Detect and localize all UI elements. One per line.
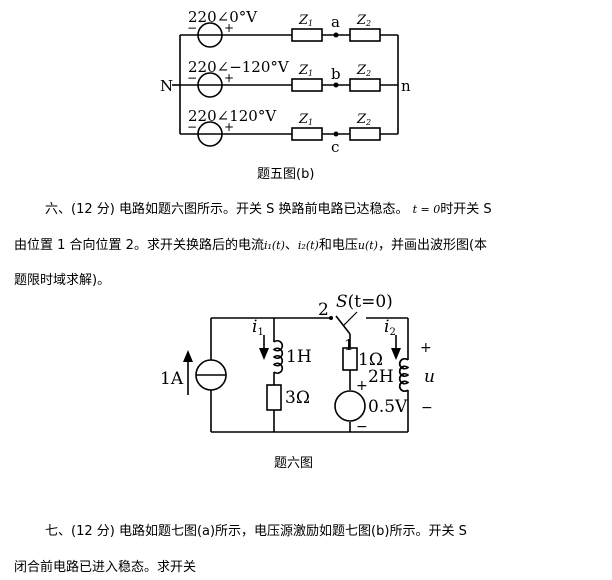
i2-label: i2 [384,317,396,338]
z2-label-b: Z2 [356,63,371,78]
R1-label: 3Ω [285,388,310,408]
z2-label-a: Z2 [356,13,371,28]
z2-label-c: Z2 [356,112,371,127]
q6-line-2: 由位置 1 合向位置 2。求开关换路后的电流i₁(t)、i₂(t)和电压u(t)… [14,234,487,253]
R2-label: 1Ω [358,350,383,370]
source-2-minus: − [187,71,197,85]
switch-pos-2: 2 [318,300,329,320]
figure-6-caption: 题六图 [274,456,314,471]
q6-text-2c: ，并画出波形图(本 [377,238,488,253]
q6-text-1b: 时开关 S [440,202,492,217]
src-current-label: 1A [160,369,184,389]
voltage-source-0.5V [334,390,366,422]
q6-i1: i₁(t) [263,239,285,252]
node-b-dot [333,82,339,88]
q6-i2: i₂(t) [297,239,319,252]
q6-sep: 、 [284,238,298,253]
node-n-label: n [401,77,411,95]
node-c-dot [333,131,339,137]
inductor-1H [272,339,284,375]
q6-line-3: 题限时域求解)。 [14,273,111,288]
i1-label: i1 [252,317,264,338]
figure-5b-caption: 题五图(b) [257,167,315,182]
node-N-label: N [160,77,173,95]
source-3-label: 220∠120°V [188,107,277,125]
q7-line-2: 闭合前电路已进入稳态。求开关 [14,560,197,575]
q6-line-1: 六、(12 分) 电路如题六图所示。开关 S 换路前电路已达稳态。 t = 0时… [45,198,492,217]
figure-6: S(t=0) 2 1 1A 1H 3Ω 1Ω 2H 0.5V u i1 i2 +… [160,292,435,435]
z1-label-a: Z1 [298,13,313,28]
q7-line-1: 七、(12 分) 电路如题七图(a)所示，电压源激励如题七图(b)所示。开关 S [45,524,467,539]
z1-label-c: Z1 [298,112,313,127]
source-2-label: 220∠−120°V [188,58,290,76]
vs-plus: + [356,378,368,394]
node-a-dot [333,32,339,38]
z1-label-b: Z1 [298,63,313,78]
switch-label: S(t=0) [336,292,393,312]
q6-text-2b: 和电压 [318,238,358,253]
q6-text-2a: 由位置 1 合向位置 2。求开关换路后的电流 [14,238,264,253]
L2-label: 2H [368,367,394,387]
node-c-label: c [331,138,339,156]
source-2-plus: + [224,71,234,85]
resistor-3ohm [266,384,282,411]
vs-minus: − [356,419,368,435]
node-b-label: b [331,65,341,83]
switch-pos-1: 1 [344,336,354,354]
resistor-1ohm [342,347,358,371]
q6-t-eq: t = 0 [412,203,441,216]
source-3-minus: − [187,120,197,134]
current-source-1A [183,350,227,395]
u-plus: + [420,340,432,356]
impedance-box [291,28,381,141]
source-1-minus: − [187,21,197,35]
vs-label: 0.5V [368,397,408,417]
L1-label: 1H [286,347,312,367]
node-a-label: a [331,13,340,31]
u-label: u [424,367,435,387]
source-1-label: 220∠0°V [188,8,258,26]
q6-u: u(t) [357,239,378,252]
q6-text-1a: 六、(12 分) 电路如题六图所示。开关 S 换路前电路已达稳态。 [45,202,409,217]
u-minus: − [421,400,433,416]
source-1-plus: + [224,21,234,35]
figure-5b: 220∠0°V 220∠−120°V 220∠120°V − + − + − +… [160,8,411,156]
source-3-plus: + [224,120,234,134]
